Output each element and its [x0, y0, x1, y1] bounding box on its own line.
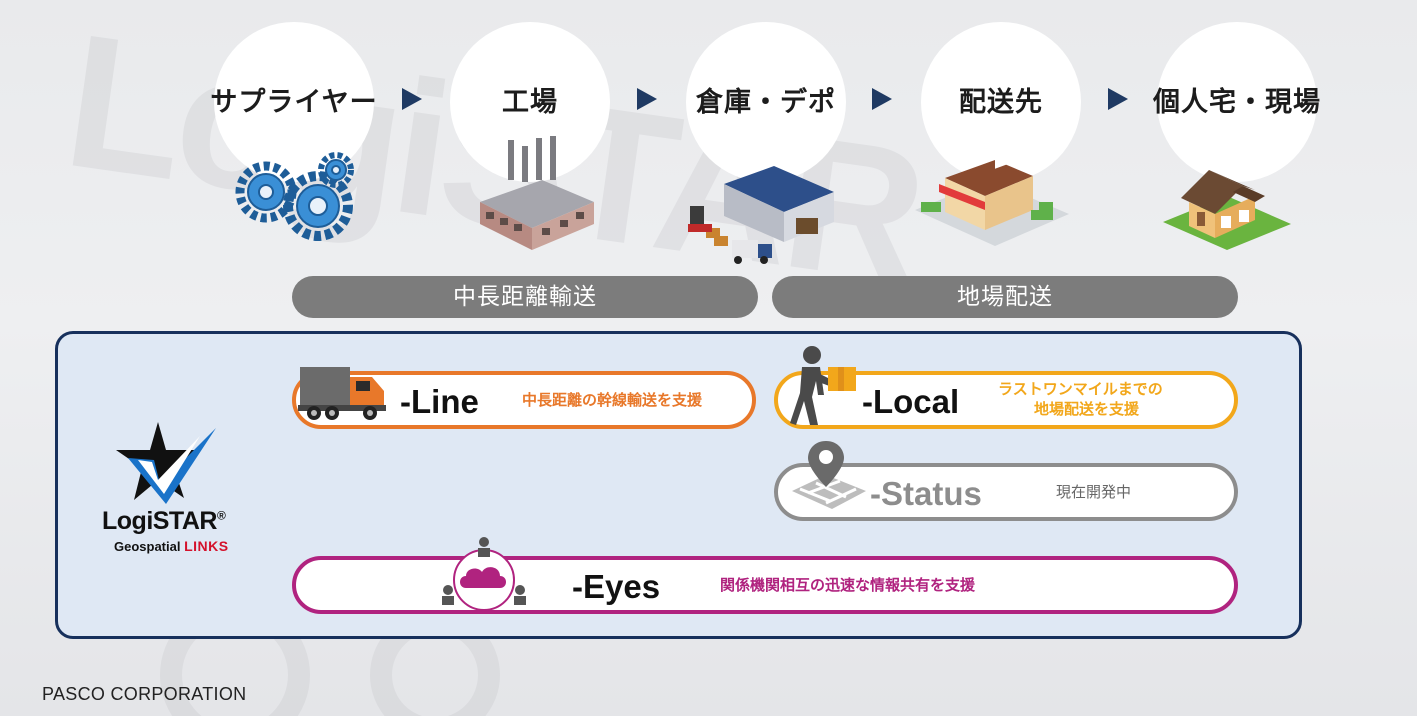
stage-circle — [686, 22, 846, 182]
service-description-line2: 地場配送を支援 — [1034, 400, 1140, 418]
warehouse-icon — [688, 166, 834, 264]
logo-name-text: LogiSTAR — [102, 507, 217, 535]
stage-house: 個人宅・現場 — [1153, 22, 1320, 252]
segment-local: 地場配送 — [772, 276, 1238, 318]
logo-subtitle: Geospatial LINKS — [114, 538, 229, 554]
service-description-line1: ラストワンマイルまでの — [998, 380, 1163, 398]
service-name: -Local — [862, 383, 960, 420]
stage-label: 倉庫・デポ — [696, 87, 836, 118]
stage-label: 配送先 — [959, 87, 1043, 118]
footer-company: PASCO CORPORATION — [42, 684, 247, 704]
stage-circle — [214, 22, 374, 182]
cloud-network-icon — [442, 537, 526, 611]
service-description: 関係機関相互の迅速な情報共有を支援 — [720, 576, 976, 594]
delivery-person-icon — [790, 346, 856, 425]
logistar-logo-icon — [116, 422, 216, 504]
service-name: -Status — [870, 475, 982, 512]
logo-registered-mark: ® — [216, 508, 226, 523]
stage-circle — [1157, 22, 1317, 182]
service-line: -Line 中長距離の幹線輸送を支援 — [292, 367, 756, 429]
stage-store: 配送先 — [915, 22, 1081, 252]
stage-label: 個人宅・現場 — [1153, 87, 1321, 118]
flow-arrow — [1108, 88, 1128, 110]
stage-warehouse: 倉庫・デポ — [686, 22, 846, 264]
service-name: -Line — [400, 383, 479, 420]
map-pin-icon — [792, 441, 866, 509]
service-description: 中長距離の幹線輸送を支援 — [522, 391, 703, 409]
segment-long-haul: 中長距離輸送 — [292, 276, 758, 318]
stage-circle — [450, 22, 610, 182]
service-description: 現在開発中 — [1056, 483, 1132, 501]
flow-arrow — [402, 88, 422, 110]
truck-icon — [298, 367, 386, 420]
stage-circle — [921, 22, 1081, 182]
stage-label: 工場 — [502, 87, 558, 118]
service-eyes: -Eyes 関係機関相互の迅速な情報共有を支援 — [292, 537, 1238, 614]
flow-arrow — [872, 88, 892, 110]
stage-factory: 工場 — [450, 22, 610, 252]
service-local: -Local ラストワンマイルまでの 地場配送を支援 — [774, 346, 1238, 429]
logo-name: LogiSTAR® — [102, 507, 226, 536]
flow-arrow — [637, 88, 657, 110]
logo-sub-text: Geospatial — [114, 539, 181, 554]
service-status: -Status 現在開発中 — [774, 441, 1238, 521]
service-name: -Eyes — [572, 568, 661, 605]
stage-label: サプライヤー — [210, 87, 378, 118]
factory-icon — [480, 136, 594, 250]
logo-sub-accent: LINKS — [184, 538, 229, 554]
stage-supplier: サプライヤー — [210, 22, 377, 252]
store-icon — [915, 148, 1069, 246]
house-icon — [1163, 170, 1291, 250]
gears-icon — [235, 152, 354, 241]
